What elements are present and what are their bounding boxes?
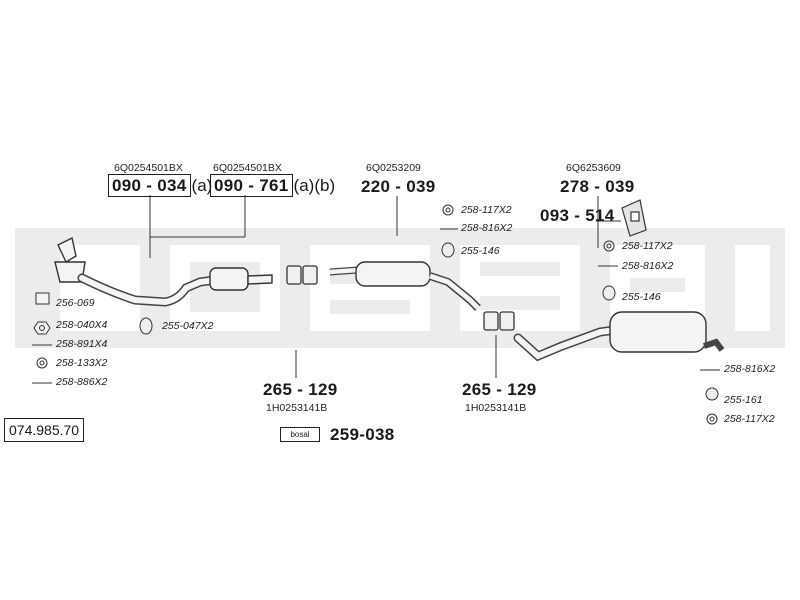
hardware-mid-item: 258-117X2 — [461, 204, 512, 216]
catalyst-oe-right: 6Q0254501BX — [213, 162, 282, 174]
connector-right-part — [483, 311, 515, 331]
connector-right-part-number: 265 - 129 — [462, 380, 537, 399]
rear-bracket — [621, 199, 647, 237]
hardware-rear-bottom-item: 258-816X2 — [724, 363, 776, 375]
middle-silencer — [329, 261, 481, 311]
connector-left-part — [286, 265, 318, 285]
hardware-rear-bottom-item: 258-117X2 — [724, 413, 775, 425]
rear-silencer-part: 278 - 039 — [560, 177, 635, 196]
hardware-left-item: 258-133X2 — [56, 357, 108, 369]
catalyst-left-part: 090 - 034 — [108, 174, 191, 197]
catalyst-right-suffix: (a)(b) — [293, 176, 336, 195]
hardware-rear-top-item: 258-816X2 — [622, 260, 674, 272]
mounting-kit-part: 259-038 — [330, 425, 395, 444]
rear-bracket-part: 093 - 514 — [540, 206, 615, 225]
hardware-rear-bottom-item: 255-161 — [724, 394, 763, 406]
hardware-mid-item: 258-816X2 — [461, 222, 513, 234]
catalyst-left-suffix: (a) — [191, 176, 213, 195]
middle-silencer-part: 220 - 039 — [361, 177, 436, 196]
hardware-mid-item: 255-146 — [461, 245, 500, 257]
front-pipe-catalyst — [54, 236, 273, 307]
hardware-glyphs-mid — [440, 204, 458, 258]
middle-silencer-oe: 6Q0253209 — [366, 162, 421, 174]
hardware-left-hanger: 255-047X2 — [162, 320, 214, 332]
catalyst-right-label: 090 - 761(a)(b) — [210, 174, 336, 197]
hardware-glyphs-rear — [598, 240, 720, 425]
hardware-left-item: 256-069 — [56, 297, 95, 309]
rear-silencer — [513, 311, 725, 362]
reference-code: 074.985.70 — [4, 418, 85, 442]
connector-left-part-number: 265 - 129 — [263, 380, 338, 399]
connector-right-oe: 1H0253141B — [465, 402, 527, 414]
leader-lines — [149, 195, 621, 378]
catalyst-oe-left: 6Q0254501BX — [114, 162, 183, 174]
rear-silencer-oe: 6Q6253609 — [566, 162, 621, 174]
hardware-left-item: 258-886X2 — [56, 376, 108, 388]
hardware-rear-top-item: 258-117X2 — [622, 240, 673, 252]
hardware-rear-top-item: 255-146 — [622, 291, 661, 303]
hardware-glyphs-left — [32, 292, 153, 384]
connector-left-oe: 1H0253141B — [266, 402, 328, 414]
hardware-left-item: 258-040X4 — [56, 319, 108, 331]
catalyst-left-label: 090 - 034(a) — [108, 174, 213, 197]
bosal-kit-box: bosal — [280, 427, 320, 442]
catalyst-right-part: 090 - 761 — [210, 174, 293, 197]
hardware-left-item: 258-891X4 — [56, 338, 108, 350]
